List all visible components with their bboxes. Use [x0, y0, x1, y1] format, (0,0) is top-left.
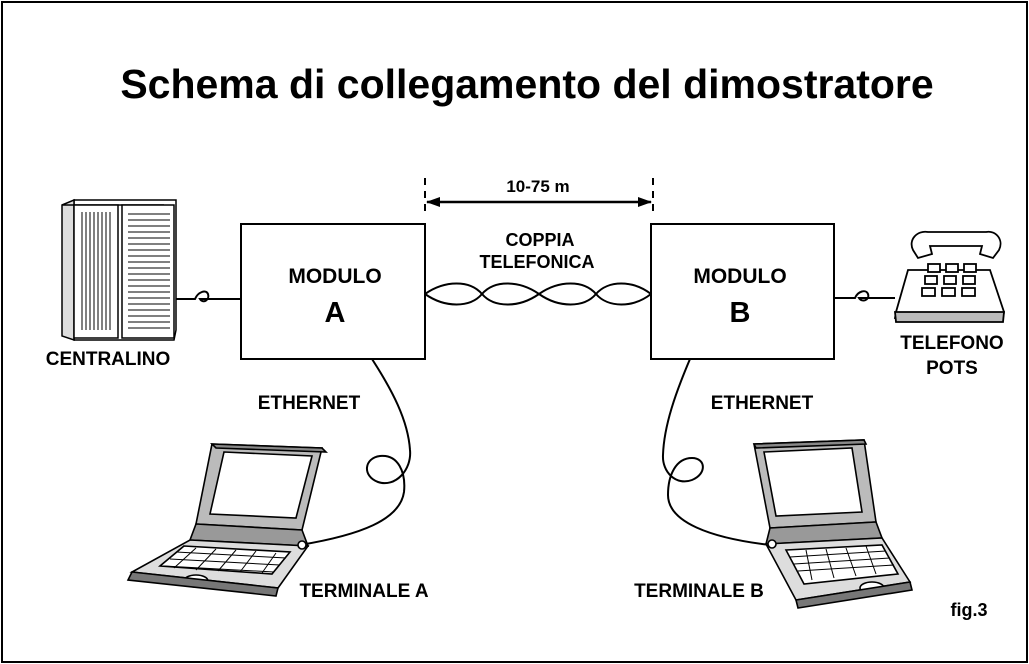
pair-label-line2: TELEFONICA [480, 252, 595, 272]
ethernet-cable-a [299, 358, 412, 546]
module-b-letter: B [730, 297, 751, 329]
ethernet-b-label: ETHERNET [711, 393, 814, 414]
module-a-letter: A [325, 297, 346, 329]
ethernet-a-label: ETHERNET [258, 393, 361, 414]
pbx-label: CENTRALINO [46, 349, 171, 370]
telephone-icon [893, 230, 1005, 323]
page-title: Schema di collegamento del dimostratore [120, 61, 933, 107]
pbx-cabinet-icon [61, 198, 177, 342]
module-b-box [650, 223, 835, 360]
twisted-pair-cable [424, 282, 652, 306]
module-a-box [240, 223, 426, 360]
pair-label-line1: COPPIA [505, 230, 574, 250]
distance-label: 10-75 m [506, 177, 569, 196]
ethernet-cable-b [661, 358, 771, 546]
pbx-cable [176, 290, 241, 303]
phone-label-line2: POTS [926, 358, 978, 379]
laptop-icon [752, 439, 913, 609]
terminal-a-label: TERMINALE A [299, 581, 428, 602]
figure-ref: fig.3 [950, 600, 987, 620]
phone-cable [834, 290, 895, 302]
laptop-icon [126, 443, 329, 597]
module-b-label: MODULO [693, 265, 786, 288]
phone-label-line1: TELEFONO [900, 333, 1003, 354]
module-a-label: MODULO [288, 265, 381, 288]
terminal-b-label: TERMINALE B [634, 581, 764, 602]
